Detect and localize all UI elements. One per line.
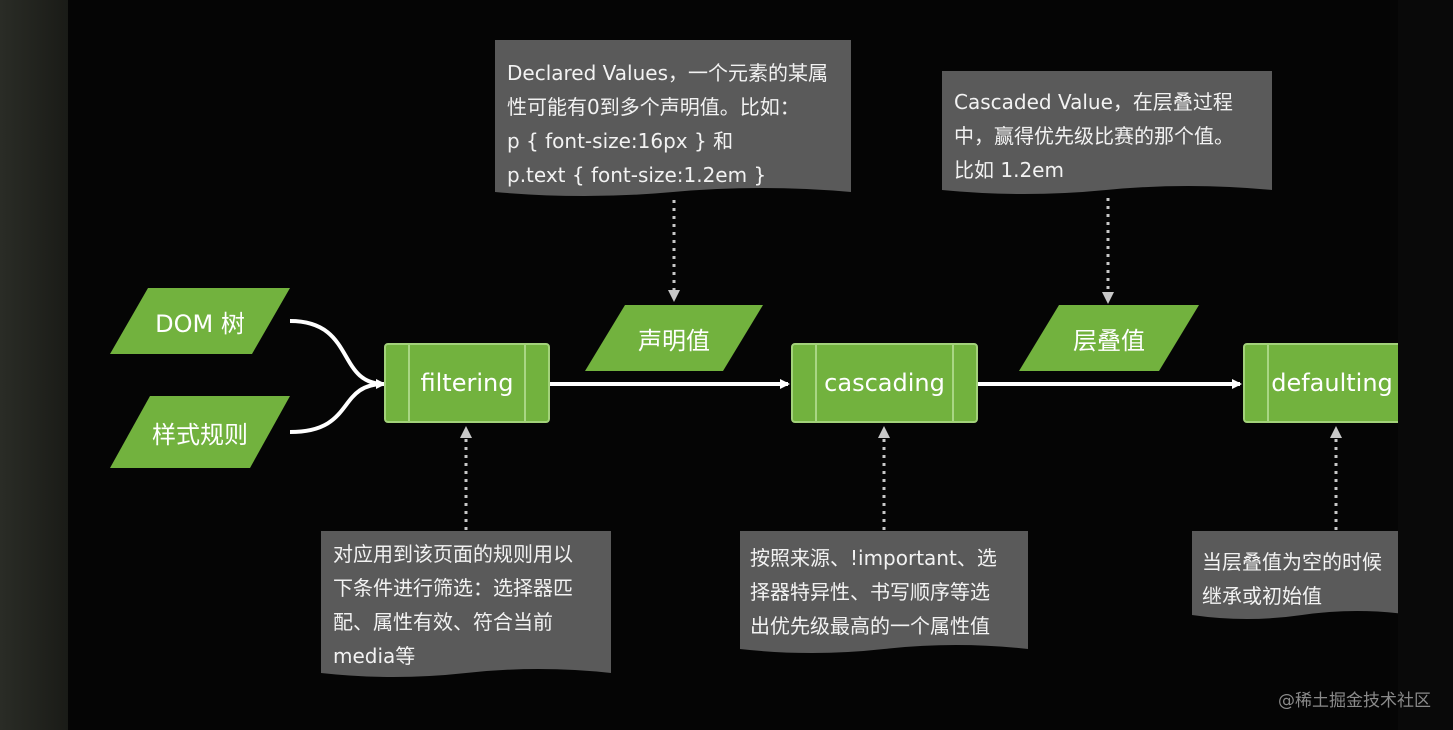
slide: DOM 树 样式规则 filtering cascading defaultin… (68, 0, 1398, 730)
cascading-label: cascading (824, 369, 945, 397)
cascading-process: cascading (791, 343, 978, 423)
declared-value-node: 声明值 (585, 305, 763, 371)
defaulting-note-line2: 继承或初始值 (1202, 584, 1322, 608)
declared-note-line2: 性可能有0到多个声明值。比如： (507, 95, 800, 119)
rules-to-filtering-arrow (289, 382, 385, 434)
cascading-note-line3-post: 属性值 (930, 614, 990, 638)
cascaded-note-line3: 比如 1.2em (954, 158, 1064, 182)
cascading-note-line3-pre: 出优先级最高的 (750, 614, 890, 638)
cascaded-note-line1: Cascaded Value，在层叠过程 (954, 90, 1233, 114)
cascaded-value-label: 层叠值 (1073, 326, 1145, 355)
declared-note-line3: p { font-size:16px } 和 (507, 129, 734, 153)
declared-value-label: 声明值 (638, 326, 710, 355)
cascading-note-line2: 择器特异性、书写顺序等选 (750, 580, 990, 604)
declared-note-line4: p.text { font-size:1.2em } (507, 163, 767, 187)
filtering-note-line4: media等 (333, 644, 416, 668)
dom-tree-node: DOM 树 (110, 288, 290, 354)
cascaded-value-node: 层叠值 (1019, 305, 1199, 371)
cascading-note: 按照来源、!important、选 择器特异性、书写顺序等选 出优先级最高的一个… (740, 531, 1028, 657)
declared-note-line1: Declared Values，一个元素的某属 (507, 61, 828, 85)
right-margin (1398, 0, 1453, 730)
connectors (289, 198, 1342, 530)
filtering-note-line3: 配、属性有效、符合当前 (333, 610, 553, 634)
style-rules-node: 样式规则 (110, 396, 290, 468)
defaulting-label: defaulting (1271, 369, 1393, 397)
filtering-process: filtering (384, 343, 550, 423)
dom-tree-label: DOM 树 (155, 309, 245, 338)
defaulting-process: defaulting (1243, 343, 1398, 423)
defaulting-note-line1: 当层叠值为空的时候 (1202, 550, 1382, 574)
filtering-label: filtering (420, 369, 514, 397)
cascading-note-line3: 出优先级最高的一个属性值 (750, 609, 990, 643)
filtering-note: 对应用到该页面的规则用以 下条件进行筛选：选择器匹 配、属性有效、符合当前 me… (321, 531, 611, 681)
left-margin (0, 0, 68, 730)
declared-values-note: Declared Values，一个元素的某属 性可能有0到多个声明值。比如： … (495, 40, 851, 200)
dom-to-filtering-arrow (289, 319, 386, 389)
filtering-note-line2: 下条件进行筛选：选择器匹 (333, 576, 573, 600)
style-rules-label: 样式规则 (152, 420, 248, 449)
cascaded-value-note: Cascaded Value，在层叠过程 中，赢得优先级比赛的那个值。 比如 1… (942, 71, 1272, 198)
watermark: @稀土掘金技术社区 (1278, 691, 1431, 711)
cascading-note-line1: 按照来源、!important、选 (750, 546, 997, 570)
filtering-note-line1: 对应用到该页面的规则用以 (333, 542, 573, 566)
cascaded-note-line2: 中，赢得优先级比赛的那个值。 (954, 124, 1234, 148)
defaulting-note: 当层叠值为空的时候 继承或初始值 (1192, 531, 1398, 623)
cascading-note-highlight: 一个 (890, 614, 930, 638)
